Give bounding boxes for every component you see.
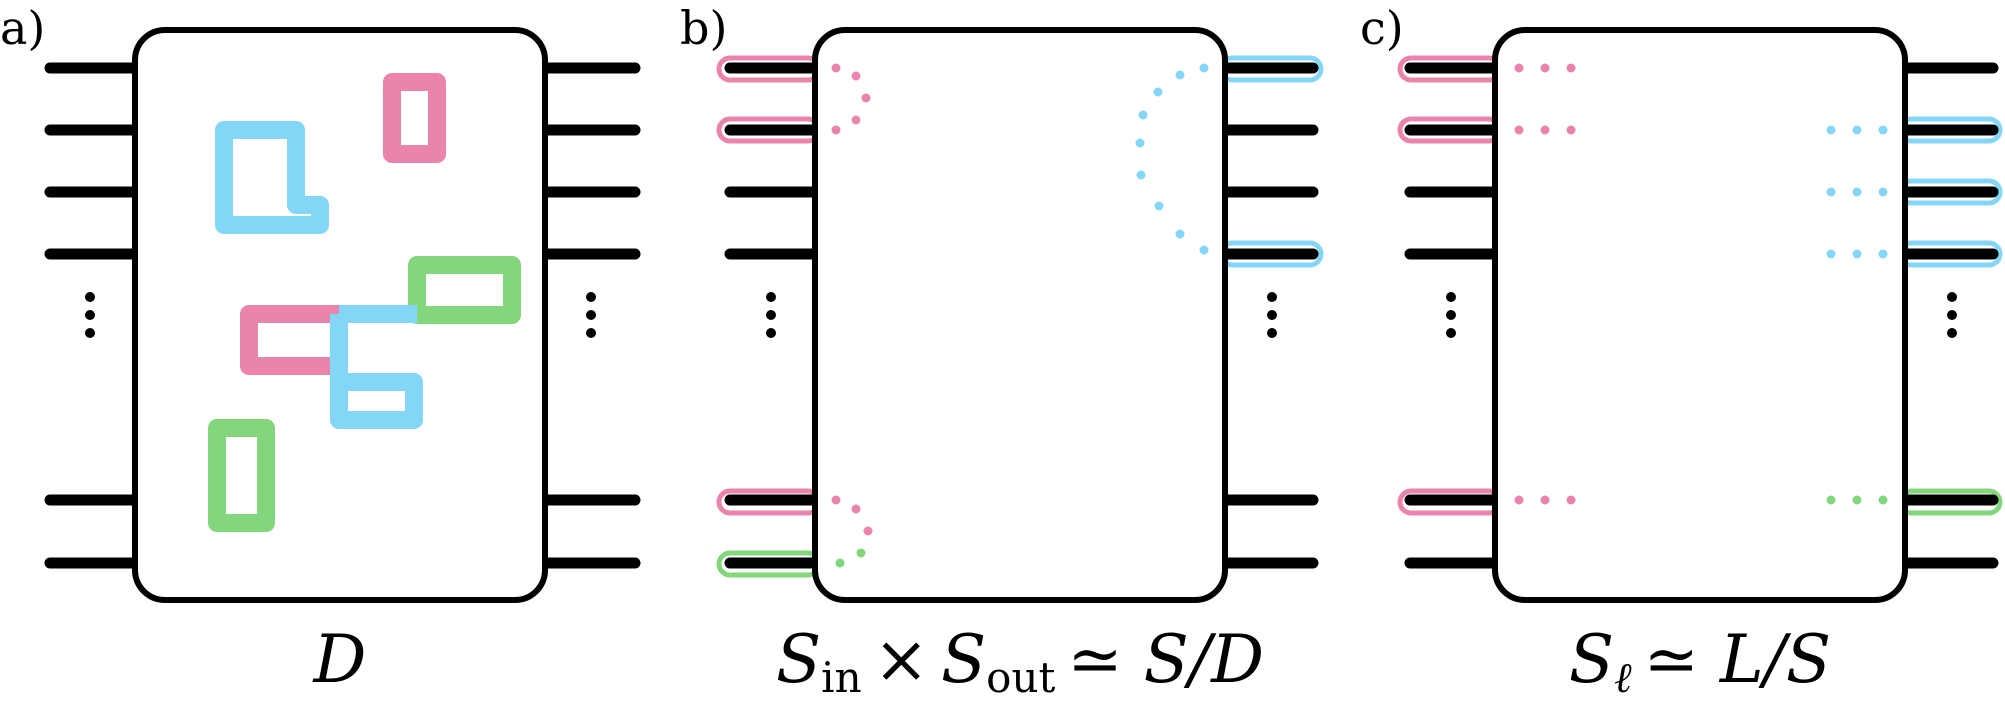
panel-c-right-wires xyxy=(1899,62,1999,569)
blue-dot-row xyxy=(1826,125,1888,135)
panel-b-ellipsis-right xyxy=(1267,292,1277,338)
panel-c: c) xyxy=(1360,1,2003,701)
panel-b-label: b) xyxy=(680,1,727,55)
blue-dot-row xyxy=(1826,187,1888,197)
panel-a-regions xyxy=(208,73,521,532)
pink-dot-row xyxy=(1514,125,1576,135)
panel-c-ellipsis-right xyxy=(1947,292,1957,338)
panel-c-ellipsis-left xyxy=(1446,292,1456,338)
pink-dot-row xyxy=(1514,63,1576,73)
panel-a-left-wires xyxy=(44,62,141,569)
panel-b-left-wires xyxy=(724,62,821,569)
blue-region xyxy=(330,305,423,429)
panel-a-right-wires xyxy=(539,62,641,569)
circuit-box xyxy=(812,27,1228,603)
circuit-box xyxy=(1492,27,1908,603)
panel-b: b) xyxy=(680,1,1324,701)
panel-a-ellipsis-right xyxy=(586,292,596,338)
panel-c-dots xyxy=(1514,63,1888,505)
pink-region xyxy=(383,73,446,163)
panel-b-caption: Sin×Sout≃ S/D xyxy=(776,621,1264,701)
panel-a-label: a) xyxy=(0,1,45,55)
panel-b-dots xyxy=(831,63,1209,568)
panel-c-caption: Sℓ≃ L/S xyxy=(1569,621,1831,701)
panel-b-right-wires xyxy=(1219,62,1319,569)
panel-c-label: c) xyxy=(1360,1,1404,55)
blue-dot-row xyxy=(1826,249,1888,259)
panel-b-ellipsis-left xyxy=(766,292,776,338)
green-dot-row xyxy=(1826,495,1888,505)
green-region xyxy=(208,419,275,532)
panel-c-left-wires xyxy=(1404,62,1501,569)
panel-a-ellipsis-left xyxy=(85,292,95,338)
pink-dot-arc xyxy=(831,495,873,536)
pink-dot-arc xyxy=(831,63,871,135)
pink-dot-row xyxy=(1514,495,1576,505)
panel-a: a) xyxy=(0,1,641,698)
blue-dot-arc xyxy=(1135,63,1209,255)
panel-a-caption: D xyxy=(313,621,367,698)
green-region xyxy=(408,256,521,324)
blue-region xyxy=(215,121,329,234)
green-dot-arc xyxy=(835,548,866,568)
